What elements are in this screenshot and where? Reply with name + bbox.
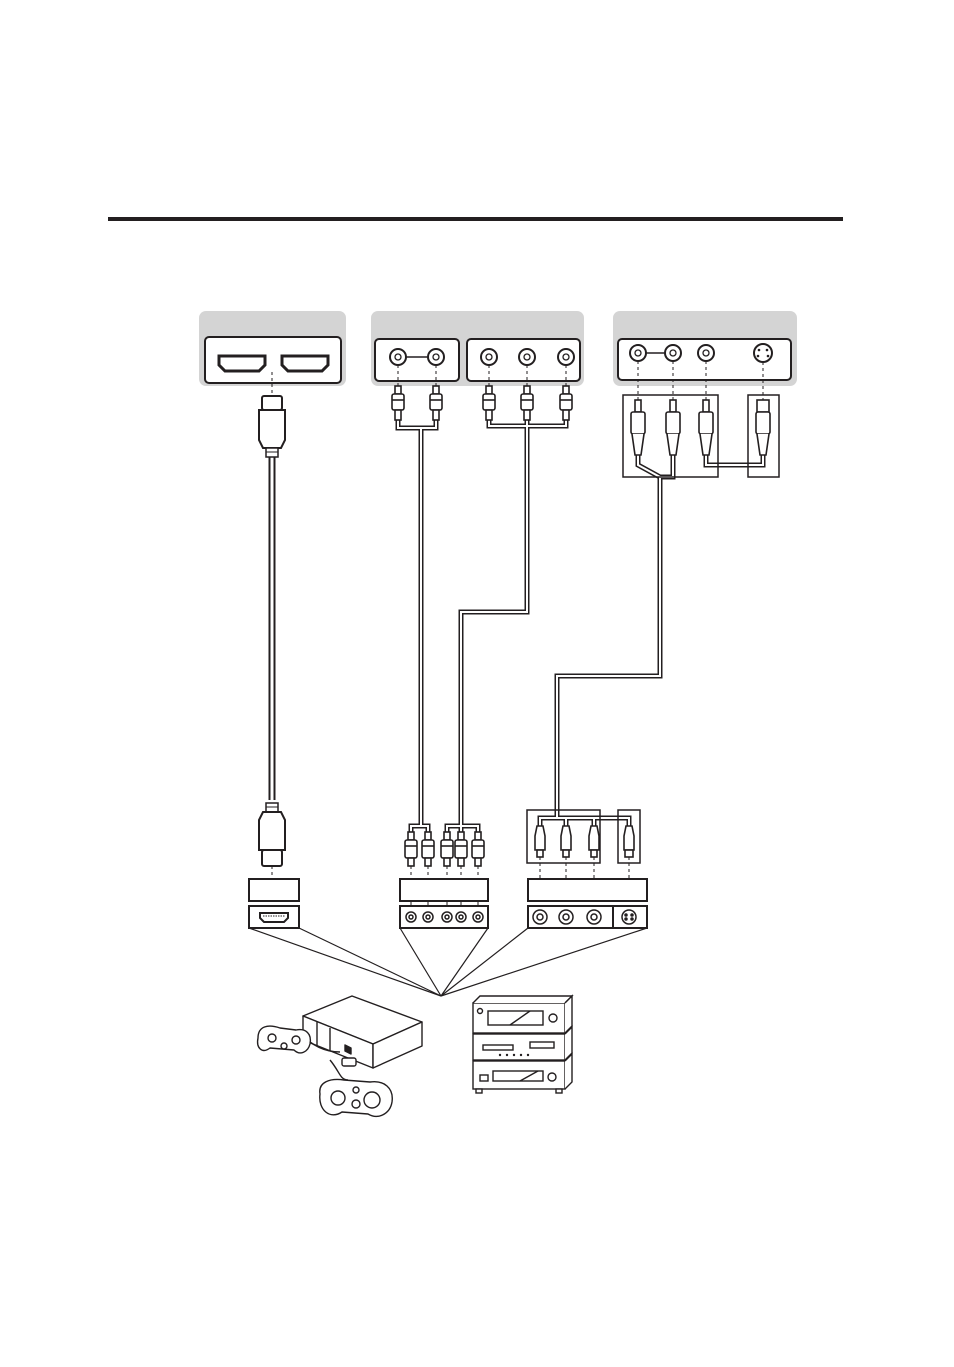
rca-jack[interactable] — [406, 912, 416, 922]
s-video-plug — [756, 400, 770, 455]
component-pb-jack[interactable] — [519, 349, 535, 365]
audio-cable — [398, 420, 436, 832]
video-jack[interactable] — [698, 345, 714, 361]
component-pr-jack[interactable] — [558, 349, 574, 365]
rca-jack[interactable] — [559, 910, 573, 924]
rca-plug — [666, 400, 680, 455]
component-cable — [447, 420, 566, 832]
rca-plugs-top — [392, 386, 572, 420]
av-svideo-cable — [540, 455, 763, 826]
s-video-plug — [624, 826, 634, 857]
rca-jack[interactable] — [533, 910, 547, 924]
rca-jack[interactable] — [423, 912, 433, 922]
hdmi-port-2[interactable] — [282, 356, 328, 371]
audio-l-jack-2[interactable] — [630, 345, 646, 361]
rca-plug — [483, 386, 495, 420]
rca-plug — [589, 826, 599, 857]
game-console-icon — [258, 996, 422, 1116]
hdmi-plug-top — [259, 396, 285, 457]
component-y-jack[interactable] — [481, 349, 497, 365]
hdmi-cable — [259, 396, 285, 866]
audio-l-jack[interactable] — [390, 349, 406, 365]
s-video-jack[interactable] — [754, 344, 772, 362]
rca-plug — [521, 386, 533, 420]
rca-plug — [405, 832, 417, 866]
device-av-strip — [400, 879, 488, 928]
hdmi-plug-bottom — [259, 803, 285, 866]
rca-jack[interactable] — [473, 912, 483, 922]
stereo-stack-icon — [473, 996, 572, 1093]
rca-plug — [441, 832, 453, 866]
rca-jack[interactable] — [456, 912, 466, 922]
audio-r-jack-2[interactable] — [665, 345, 681, 361]
converging-lines — [249, 928, 647, 996]
rca-plugs-bottom — [405, 832, 484, 866]
rca-plug — [535, 826, 545, 857]
rca-plug — [472, 832, 484, 866]
s-video-jack[interactable] — [622, 910, 636, 924]
audio-r-jack[interactable] — [428, 349, 444, 365]
rca-plug — [699, 400, 713, 455]
av-panel-2 — [613, 311, 797, 386]
rca-jack[interactable] — [442, 912, 452, 922]
hdmi-port-1[interactable] — [219, 356, 265, 371]
rca-plug — [455, 832, 467, 866]
av-panel — [371, 311, 584, 386]
rca-plug — [631, 400, 645, 455]
hdmi-port[interactable] — [260, 913, 288, 922]
rca-plug — [561, 826, 571, 857]
section-rule — [108, 217, 843, 221]
device-hdmi-strip — [249, 879, 299, 928]
device-av2-strip — [528, 879, 647, 928]
rca-plug — [422, 832, 434, 866]
rca-plug — [560, 386, 572, 420]
rca-plug — [392, 386, 404, 420]
rca-plug — [430, 386, 442, 420]
rca-jack[interactable] — [587, 910, 601, 924]
